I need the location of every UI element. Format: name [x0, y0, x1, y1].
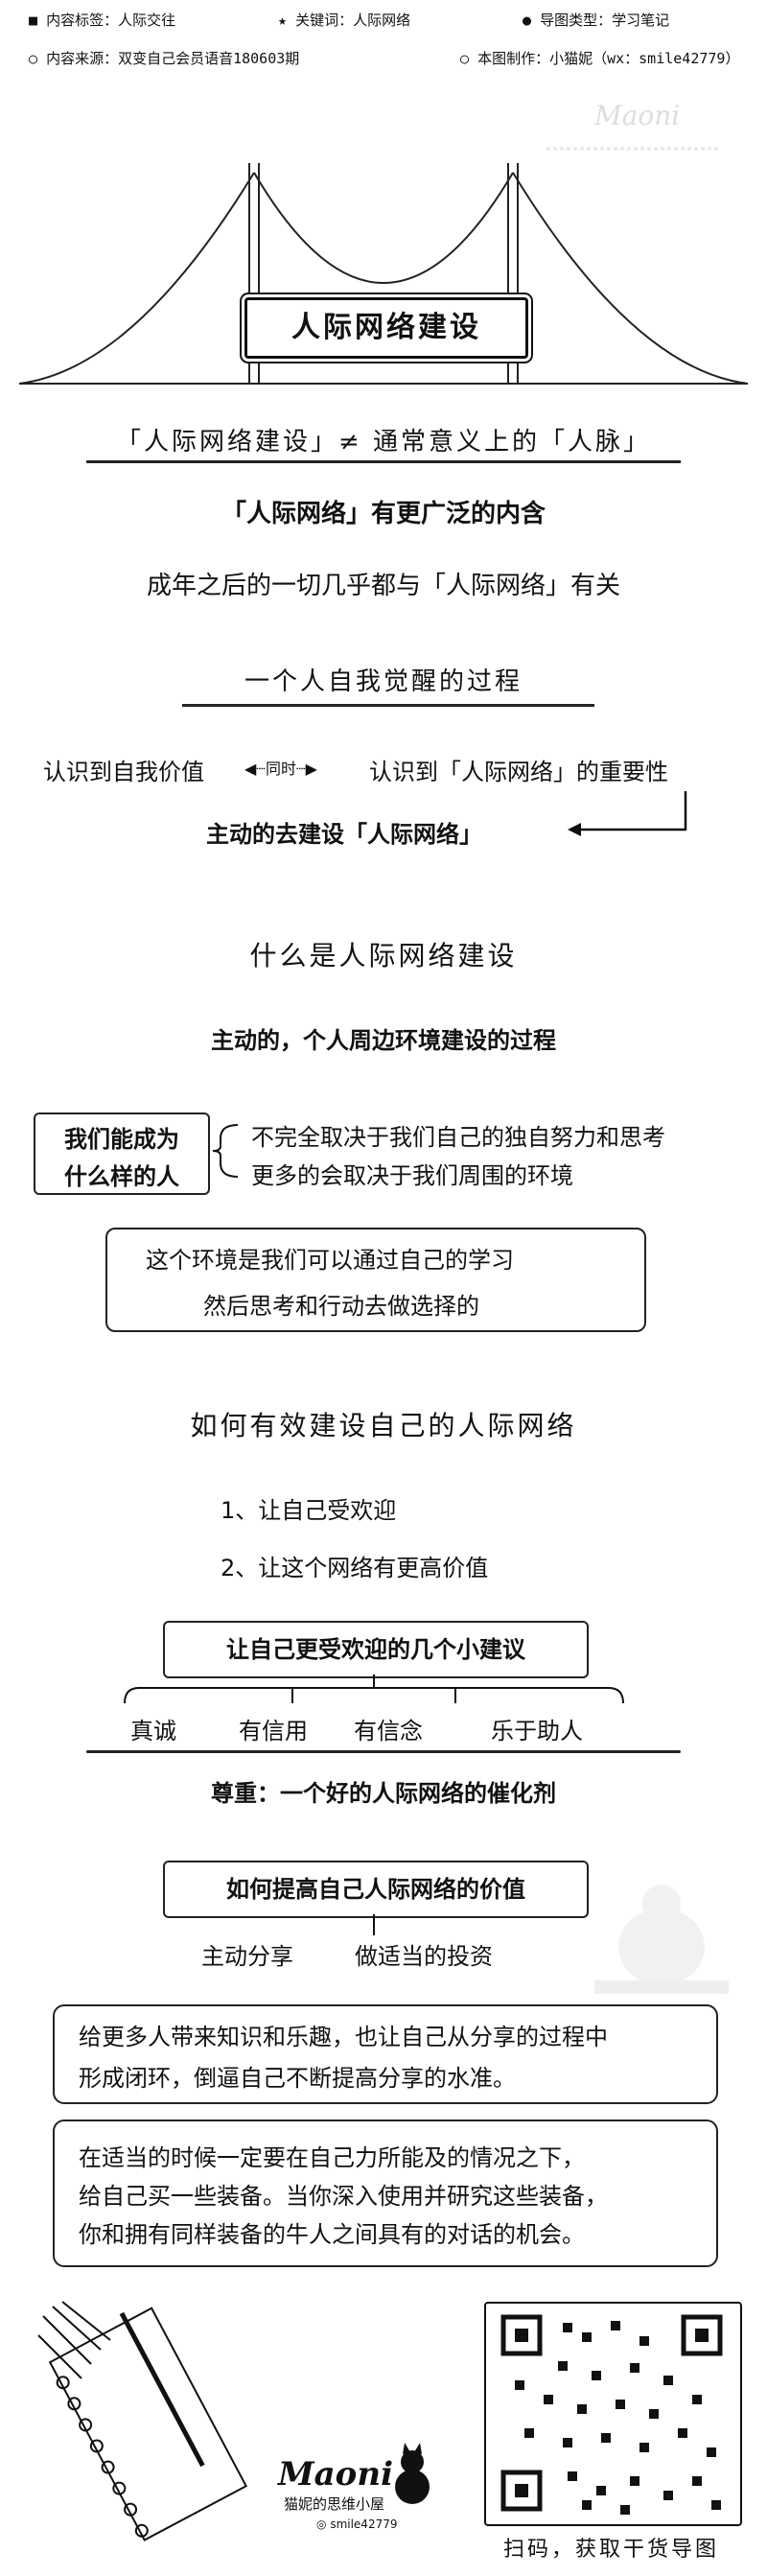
brand-logo-text: Maoni — [278, 2455, 393, 2494]
invest-line2: 给自己买一些装备。当你深入使用并研究这些装备， — [79, 2183, 608, 2210]
cat-icon — [395, 2443, 430, 2504]
become-box: 我们能成为 什么样的人 — [34, 1112, 210, 1195]
meta-tag: ■ 内容标签：人际交往 — [29, 10, 175, 30]
way-invest: 做适当的投资 — [355, 1943, 493, 1970]
meta-tag-value: 人际交往 — [118, 12, 176, 29]
circle-icon: ○ — [460, 50, 470, 67]
tip-helpful: 乐于助人 — [491, 1718, 583, 1745]
watermark-logo-icon: Maoni — [546, 100, 719, 151]
invest-line3: 你和拥有同样装备的牛人之间具有的对话的机会。 — [79, 2221, 585, 2248]
brand-wechat: ◎ smile42779 — [316, 2517, 397, 2531]
meta-keyword-value: 人际网络 — [353, 12, 411, 29]
bullet-icon: ■ — [29, 12, 38, 29]
meta-type-label: 导图类型： — [540, 12, 613, 29]
section3-heading: 如何有效建设自己的人际网络 — [190, 1410, 577, 1441]
section1-line1: 「人际网络」有更广泛的内含 — [221, 500, 546, 528]
definition-label: 主动的，个人周边环境建设的过程 — [211, 1027, 556, 1054]
section1-headline: 「人际网络建设」≠ 通常意义上的「人脉」 — [115, 428, 652, 457]
notebook-illustration-icon — [37, 2301, 248, 2541]
tip-belief: 有信念 — [354, 1718, 423, 1745]
simultaneous-label: 同时 — [265, 760, 296, 778]
title-box: 人际网络建设 — [244, 297, 528, 359]
section1-line2: 成年之后的一切几乎都与「人际网络」有关 — [146, 572, 620, 600]
value-connector — [373, 1914, 375, 1935]
note-line2: 然后思考和行动去做选择的 — [203, 1293, 479, 1320]
meta-type: ● 导图类型：学习笔记 — [523, 10, 669, 30]
awakening-underline — [182, 704, 594, 707]
share-line2: 形成闭环，倒逼自己不断提高分享的水准。 — [79, 2065, 516, 2092]
bridge-illustration — [18, 163, 749, 385]
meta-source-value: 双变自己会员语音180603期 — [118, 50, 300, 67]
tip-credit: 有信用 — [239, 1718, 308, 1745]
section2-heading: 什么是人际网络建设 — [249, 940, 518, 972]
meta-keyword-label: 关键词： — [295, 12, 354, 29]
invest-line1: 在适当的时候一定要在自己力所能及的情况之下， — [79, 2144, 585, 2171]
footer-brand: Maoni 猫妮的思维小屋 ◎ smile42779 — [278, 2455, 397, 2531]
arrow-left-icon: ◀┈ — [244, 760, 266, 778]
qr-caption: 扫码，获取干货导图 — [503, 2538, 720, 2562]
self-value-label: 认识到自我价值 — [43, 759, 204, 785]
simultaneous-connector: ◀┈同时┈▶ — [244, 756, 317, 779]
bracket-icon — [212, 1124, 239, 1178]
branch-effort: 不完全取决于我们自己的独自努力和思考 — [251, 1124, 665, 1151]
method-item1: 1、让自己受欢迎 — [221, 1497, 397, 1524]
tips-connector — [124, 1674, 624, 1704]
branch-environment: 更多的会取决于我们周围的环境 — [251, 1162, 573, 1189]
svg-text:Maoni: Maoni — [593, 100, 680, 131]
watermark-cat-icon — [594, 1885, 729, 1994]
meta-source: ○ 内容来源：双变自己会员语音180603期 — [29, 48, 299, 68]
active-build-label: 主动的去建设「人际网络」 — [206, 821, 482, 848]
brand-subtitle: 猫妮的思维小屋 — [284, 2495, 385, 2513]
return-arrow-icon — [568, 791, 687, 836]
meta-author: ○ 本图制作：小猫妮（wx：smile42779） — [460, 48, 739, 68]
arrow-right-icon: ┈▶ — [295, 760, 317, 778]
meta-author-label: 本图制作： — [477, 50, 550, 67]
environment-note-box: 这个环境是我们可以通过自己的学习 然后思考和行动去做选择的 — [105, 1228, 646, 1332]
share-paragraph-box: 给更多人带来知识和乐趣，也让自己从分享的过程中 形成闭环，倒逼自己不断提高分享的… — [53, 2004, 718, 2104]
note-line1: 这个环境是我们可以通过自己的学习 — [146, 1247, 514, 1274]
meta-tag-label: 内容标签： — [46, 12, 119, 29]
circle-icon: ○ — [29, 50, 38, 67]
way-share: 主动分享 — [201, 1943, 293, 1970]
share-line1: 给更多人带来知识和乐趣，也让自己从分享的过程中 — [79, 2024, 608, 2050]
bullet-icon: ● — [523, 12, 532, 29]
value-box-title: 如何提高自己人际网络的价值 — [226, 1876, 525, 1903]
network-importance-label: 认识到「人际网络」的重要性 — [369, 759, 668, 785]
qr-code[interactable] — [484, 2302, 742, 2526]
awakening-label: 一个人自我觉醒的过程 — [244, 667, 523, 696]
wechat-id: smile42779 — [330, 2517, 398, 2531]
value-box: 如何提高自己人际网络的价值 — [163, 1861, 589, 1918]
tips-underline — [86, 1750, 681, 1753]
become-line2: 什么样的人 — [64, 1163, 179, 1190]
popular-tips-title: 让自己更受欢迎的几个小建议 — [226, 1636, 525, 1663]
popular-tips-box: 让自己更受欢迎的几个小建议 — [163, 1621, 589, 1678]
tip-sincere: 真诚 — [130, 1718, 176, 1745]
become-line1: 我们能成为 — [64, 1126, 179, 1153]
meta-type-value: 学习笔记 — [612, 12, 670, 29]
method-item2: 2、让这个网络有更高价值 — [221, 1555, 489, 1581]
meta-keyword: ★ 关键词：人际网络 — [278, 10, 410, 30]
divider — [86, 460, 681, 463]
wechat-icon: ◎ — [316, 2517, 327, 2531]
invest-paragraph-box: 在适当的时候一定要在自己力所能及的情况之下， 给自己买一些装备。当你深入使用并研… — [53, 2119, 718, 2267]
respect-label: 尊重：一个好的人际网络的催化剂 — [211, 1780, 556, 1807]
qr-code-icon — [500, 2314, 723, 2515]
star-icon: ★ — [278, 12, 288, 29]
page-title: 人际网络建设 — [291, 311, 481, 344]
meta-source-label: 内容来源： — [46, 50, 119, 67]
meta-author-value: 小猫妮（wx：smile42779） — [549, 50, 740, 67]
